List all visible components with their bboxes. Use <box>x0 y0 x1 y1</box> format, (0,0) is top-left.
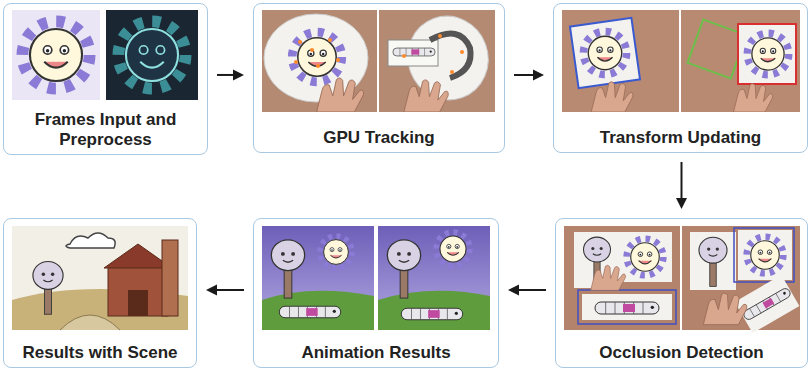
process-box: Animation Results <box>253 218 499 368</box>
step-label: Results with Scene <box>4 343 196 367</box>
arrow-head <box>508 285 519 296</box>
arrow-shaft <box>514 74 535 76</box>
process-box: Results with Scene <box>3 218 197 368</box>
process-box: Frames Input and Preprocess <box>3 3 208 155</box>
arrow-shaft <box>517 289 546 291</box>
animation-frames <box>262 226 490 330</box>
step-label: GPU Tracking <box>254 128 504 152</box>
step-label: Occlusion Detection <box>556 343 807 367</box>
flow-arrow <box>676 162 687 209</box>
arrow-head <box>533 70 544 81</box>
flow-arrow <box>206 285 244 296</box>
arrow-shaft <box>681 162 683 200</box>
arrow-head <box>233 69 244 80</box>
process-box: Transform Updating <box>553 3 808 153</box>
step-label: Transform Updating <box>554 128 807 152</box>
input-frames <box>12 10 198 100</box>
flow-arrow <box>217 69 244 80</box>
flow-arrow <box>508 285 546 296</box>
occlusion-photo <box>564 226 800 333</box>
flow-arrow <box>514 70 544 81</box>
step-label: Frames Input and Preprocess <box>4 110 207 154</box>
frame-light <box>12 10 100 100</box>
arrow-shaft <box>217 74 235 76</box>
process-box: GPU Tracking <box>253 3 505 153</box>
step-label: Animation Results <box>254 343 498 367</box>
transform-photo <box>562 10 800 112</box>
arrow-head <box>206 285 217 296</box>
frame-dark <box>106 10 198 100</box>
scene-picture <box>12 226 188 330</box>
tracking-photo <box>262 5 500 112</box>
process-box: Occlusion Detection <box>555 218 808 368</box>
arrow-head <box>676 198 687 209</box>
arrow-shaft <box>215 289 244 291</box>
